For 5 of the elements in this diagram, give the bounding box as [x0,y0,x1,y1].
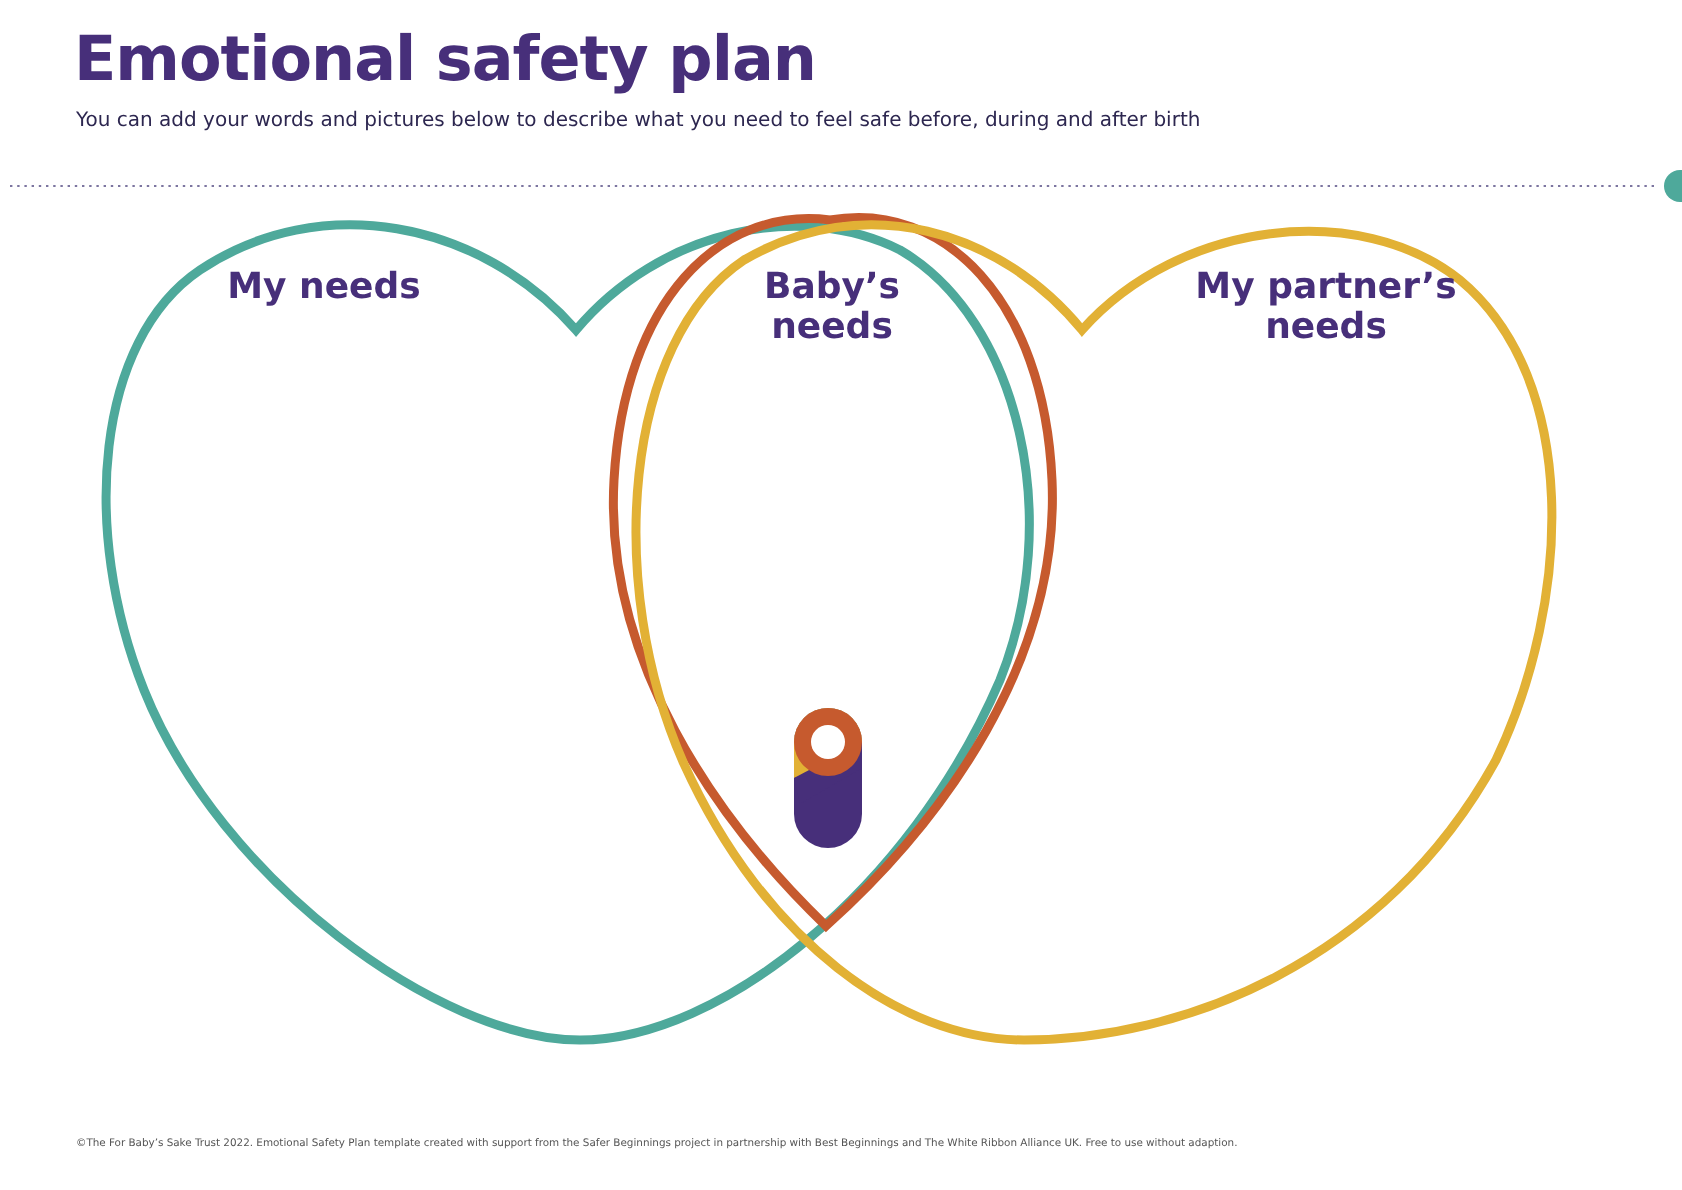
heart-heading: Baby’s needs [761,268,903,348]
subtitle: You can add your words and pictures below to describe what you need to feel safe before, during and after birth [76,110,1201,132]
heart-heading: My needs [225,268,423,308]
heart-heading: My partner’s needs [1193,268,1459,348]
title: Emotional safety plan [74,24,816,96]
